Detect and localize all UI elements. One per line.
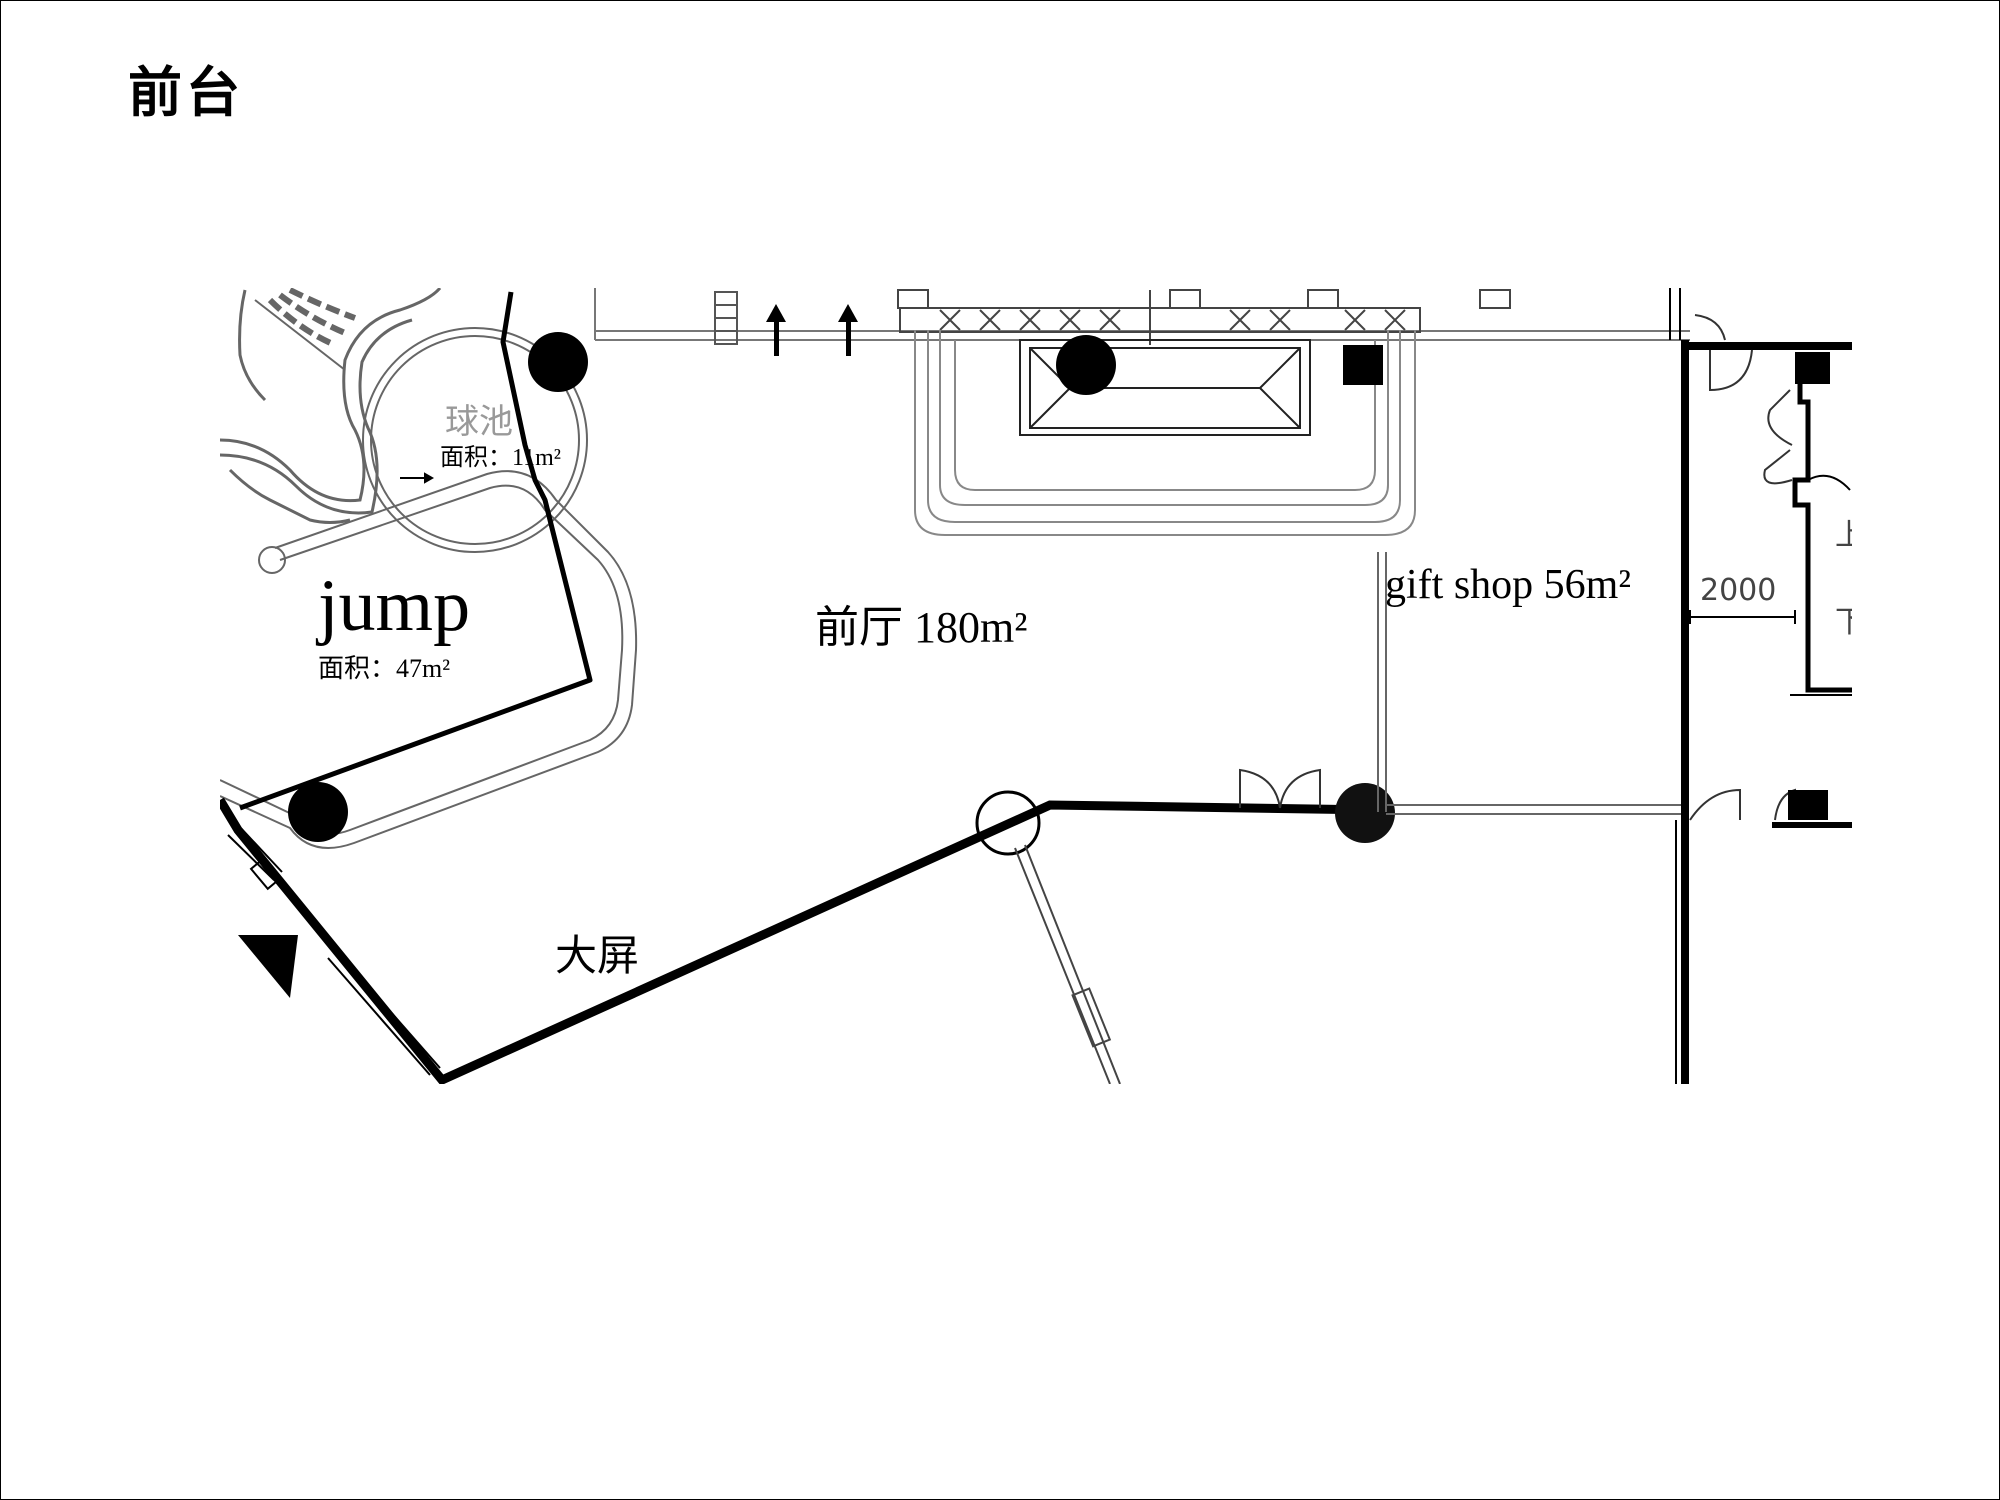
right-room-doors [1689, 314, 1796, 821]
stair-down-label: 下 [1835, 605, 1865, 640]
glass-partition [1014, 844, 1121, 1084]
small-arrow-icon [400, 472, 435, 484]
ball-pit-outline [362, 327, 588, 553]
column-icon [1056, 335, 1116, 395]
column-outline-icon [975, 790, 1041, 856]
route-line [239, 291, 593, 811]
column-icon [528, 332, 588, 392]
counter-strip [897, 289, 1511, 345]
big-screen-wall [220, 797, 1379, 1084]
equipment-square-icon [1343, 345, 1383, 385]
room-name-ball-pit: 球池 [445, 402, 513, 442]
stair-up-label: 上 [1835, 518, 1865, 553]
gift-shop-partition [1377, 552, 1685, 815]
column-icon [288, 782, 348, 842]
stair-room [1790, 355, 1852, 696]
equipment-square-icon [1788, 790, 1828, 820]
page-title: 前台 [128, 61, 244, 124]
room-area-jump: 面积：47m² [318, 654, 450, 683]
display-table [1019, 339, 1311, 436]
room-name-gift-shop: gift shop 56m² [1385, 562, 1631, 608]
room-name-lobby: 前厅 180m² [815, 603, 1027, 652]
big-screen-label: 大屏 [555, 931, 639, 980]
right-wall [1669, 288, 1852, 1084]
dimension-line [1689, 610, 1796, 624]
entrance-triangle-icon [238, 935, 298, 998]
curved-seating [220, 288, 442, 524]
dimension-label: 2000 [1700, 573, 1776, 608]
room-area-ball-pit: 面积：11m² [440, 444, 561, 471]
column-icon [1335, 783, 1395, 843]
screen-wall-edge [227, 824, 441, 1076]
entrance-arrow-icon [766, 304, 858, 356]
double-door [1239, 768, 1321, 809]
display-platform [914, 330, 1416, 536]
room-name-jump: jump [315, 565, 470, 647]
equipment-square-icon [1795, 352, 1830, 384]
window-column-left [714, 291, 738, 345]
